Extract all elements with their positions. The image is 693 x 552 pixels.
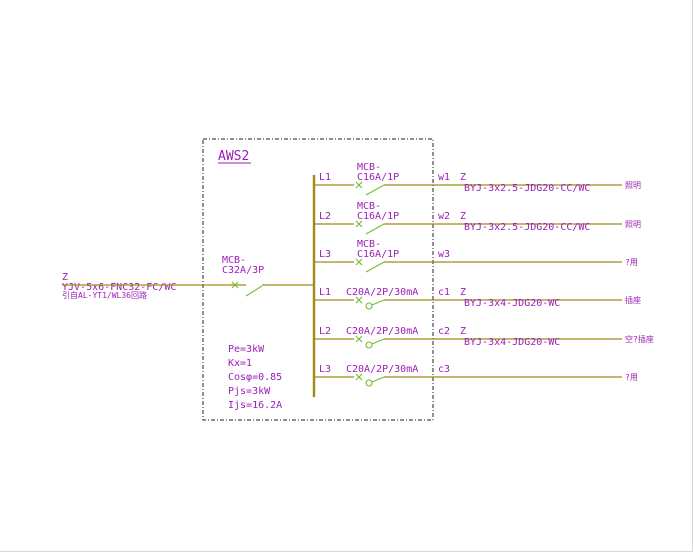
breaker-rating: C16A/1P bbox=[357, 211, 399, 222]
breaker-rating: C20A/2P/30mA bbox=[346, 326, 418, 337]
cross-stroke bbox=[355, 258, 363, 266]
param-kx: Kx=1 bbox=[228, 358, 252, 369]
circuit-use-label: 空?插座 bbox=[625, 334, 654, 344]
phase-label: L3 bbox=[319, 249, 331, 260]
circuit-z-label: Z bbox=[460, 326, 466, 337]
breaker-rating: C16A/1P bbox=[357, 172, 399, 183]
phase-label: L1 bbox=[319, 287, 331, 298]
param-pjs: Pjs=3kW bbox=[228, 386, 271, 397]
breaker-blade bbox=[365, 223, 385, 235]
circuit-z-label: Z bbox=[460, 211, 466, 222]
circuit-id: w3 bbox=[438, 249, 450, 260]
param-pe: Pe=3kW bbox=[228, 344, 265, 355]
circuit-z-label: Z bbox=[460, 287, 466, 298]
main-breaker-blade bbox=[245, 285, 263, 297]
cross-stroke bbox=[355, 181, 363, 189]
breaker-cross bbox=[355, 258, 363, 266]
circuit-use-label: ?用 bbox=[625, 258, 638, 267]
circuit-use-label: 插座 bbox=[625, 295, 641, 305]
circuit-w3: L3 MCB-C16A/1P w3 ?用 bbox=[314, 239, 638, 273]
cross-stroke bbox=[355, 373, 363, 381]
breaker-type: MCB- bbox=[357, 239, 381, 250]
breaker-cross bbox=[355, 220, 363, 228]
circuit-id: c1 bbox=[438, 287, 450, 298]
distribution-box-outline bbox=[202, 138, 434, 421]
circuit-cable-label: BYJ-3x4-JDG20-WC bbox=[464, 337, 560, 348]
breaker-type: MCB- bbox=[357, 162, 381, 173]
incoming-cable-label: YJV-5x6-FNC32-FC/WC bbox=[62, 282, 176, 293]
breaker-blade bbox=[365, 261, 385, 273]
param-cos: Cosφ=0.85 bbox=[228, 372, 282, 383]
circuit-id: c3 bbox=[438, 364, 450, 375]
circuit-cable-label: BYJ-3x2.5-JDG20-CC/WC bbox=[464, 183, 590, 194]
breaker-cross bbox=[355, 181, 363, 189]
panel-name: AWS2 bbox=[218, 149, 249, 164]
cross-stroke bbox=[355, 220, 363, 228]
breaker-blade bbox=[371, 299, 385, 306]
phase-label: L2 bbox=[319, 326, 331, 337]
breaker-cross bbox=[355, 373, 363, 381]
breaker-cross bbox=[355, 296, 363, 304]
phase-label: L3 bbox=[319, 364, 331, 375]
circuit-id: w1 bbox=[438, 172, 450, 183]
cross-stroke bbox=[355, 335, 363, 343]
incoming-z-label: Z bbox=[62, 272, 68, 283]
breaker-blade bbox=[371, 376, 385, 383]
breaker-rating: C16A/1P bbox=[357, 249, 399, 260]
breaker-rating: C20A/2P/30mA bbox=[346, 364, 418, 375]
circuit-use-label: 照明 bbox=[625, 220, 641, 229]
phase-label: L2 bbox=[319, 211, 331, 222]
breaker-blade bbox=[371, 338, 385, 345]
circuit-use-label: ?用 bbox=[625, 373, 638, 382]
rcd-circle bbox=[365, 341, 373, 349]
param-ijs: Ijs=16.2A bbox=[228, 400, 282, 411]
circuit-id: w2 bbox=[438, 211, 450, 222]
main-breaker-rating: C32A/3P bbox=[222, 265, 264, 276]
phase-label: L1 bbox=[319, 172, 331, 183]
main-breaker-type: MCB- bbox=[222, 255, 246, 266]
rcd-circle bbox=[365, 379, 373, 387]
rcd-circle bbox=[365, 302, 373, 310]
main-breaker-cross bbox=[231, 281, 239, 289]
breaker-type: MCB- bbox=[357, 201, 381, 212]
circuit-c3: L3 C20A/2P/30mA c3 ?用 bbox=[314, 364, 638, 387]
circuit-z-label: Z bbox=[460, 172, 466, 183]
incoming-source-label: 引自AL-YT1/WL36回路 bbox=[62, 290, 147, 300]
circuit-use-label: 照明 bbox=[625, 181, 641, 190]
cross-stroke bbox=[355, 296, 363, 304]
breaker-blade bbox=[365, 184, 385, 196]
breaker-rating: C20A/2P/30mA bbox=[346, 287, 418, 298]
circuit-cable-label: BYJ-3x2.5-JDG20-CC/WC bbox=[464, 222, 590, 233]
breaker-cross bbox=[355, 335, 363, 343]
circuit-cable-label: BYJ-3x4-JDG20-WC bbox=[464, 298, 560, 309]
circuit-id: c2 bbox=[438, 326, 450, 337]
